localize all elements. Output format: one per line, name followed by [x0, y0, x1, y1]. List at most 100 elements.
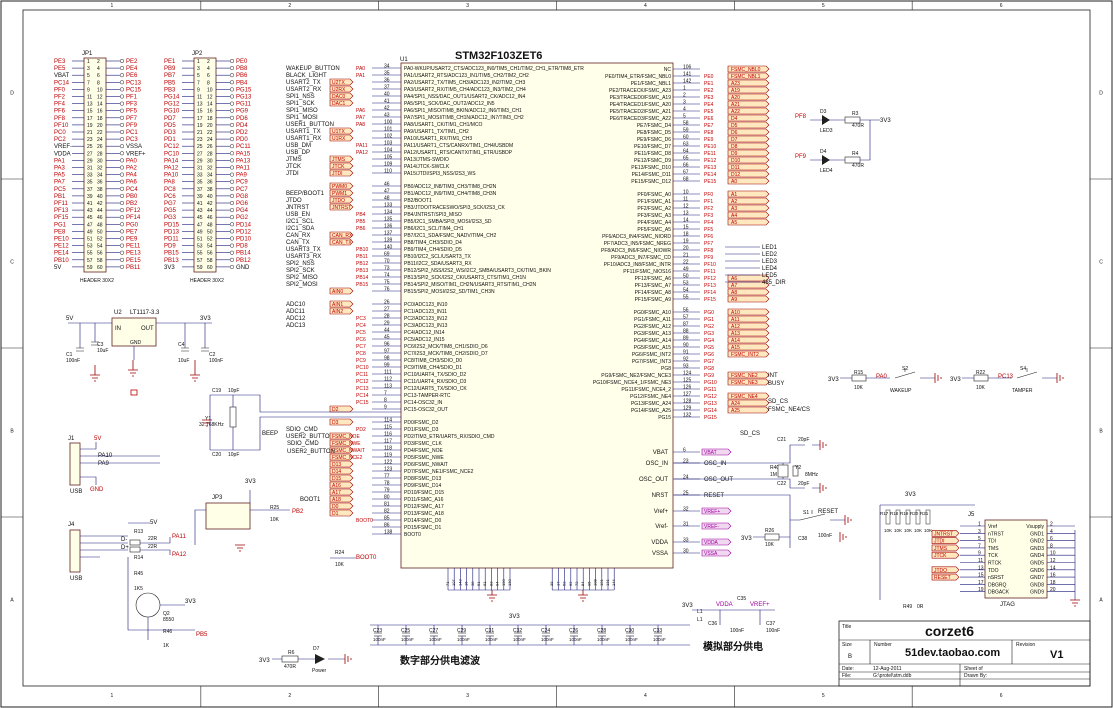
r4: R4 [852, 151, 859, 157]
c20: C20 [212, 452, 221, 458]
reg-name: LT1117-3.3 [130, 310, 160, 316]
header-pin-label: PB15 [164, 251, 179, 257]
header-pin-num: 52 [207, 237, 213, 243]
header-pin-label: PG10 [164, 109, 180, 115]
digital-label: 数字部分供电滤波 [400, 654, 481, 667]
mcu-pin-num: 28 [384, 314, 390, 320]
mcu-pin-func: PA7/SPI1_MOSI/TIM8_CH1N/ADC12_IN7/TIM3_C… [404, 115, 524, 121]
mcu-pin-func: PG0/FSMC_A10 [634, 310, 671, 316]
mcu-pin-num: 85 [384, 516, 390, 522]
net-tag-label: A20 [731, 95, 740, 101]
mcu-port-label: PG8 [704, 366, 714, 372]
header-pin-num: 34 [207, 173, 213, 179]
beep-label: BEEP [262, 431, 278, 437]
mcu-pin-num: 41 [384, 99, 390, 105]
mcu-pin-func: PC6/I2S2_MCK/TIM8_CH1/SDIO_D6 [404, 344, 488, 350]
header-pin-num: 11 [87, 95, 92, 101]
net-tag [727, 350, 770, 358]
header-pin-dot [119, 193, 125, 198]
header-pin-num: 52 [97, 237, 103, 243]
jtag-resistor-val: 10K [884, 528, 892, 533]
header-pin-dot [229, 236, 235, 241]
header-pin-label: PE10 [54, 237, 69, 243]
usb1-gnd: GND [90, 487, 104, 493]
header-pin-num: 35 [87, 180, 93, 186]
mcu-port-label: PB5 [356, 219, 366, 225]
header-pin-label: PF0 [54, 87, 66, 93]
mcu-pin-num: 29 [384, 321, 390, 327]
led-label: LED4 [762, 266, 778, 272]
mcu-pin-func: PG1/FSMC_A11 [634, 317, 671, 323]
dcap-ref: C25 [401, 628, 410, 634]
mcu-net-label: SPI1_MISO [286, 108, 318, 114]
mcu-port-label: PB10 [356, 247, 368, 253]
zone-col-bottom: 6 [1000, 693, 1003, 699]
mcu-pin-func: PA3/USART2_RX/TIM5_CH4/ADC123_IN3/TIM2_C… [404, 87, 526, 93]
mcu-pin-func: PC0/ADC123_IN10 [404, 302, 448, 308]
net-tag [329, 439, 354, 447]
mcu-pin-func: PE13/FSMC_D10 [631, 165, 671, 171]
mcu-pin-num: 56 [683, 308, 689, 314]
r15-val: 10K [854, 385, 864, 391]
mcu-pin-func: PG15 [658, 415, 671, 421]
header-pin-num: 21 [87, 130, 93, 136]
net-tag-label: JTMS [332, 157, 346, 163]
jtag-resistor-val: 10K [924, 528, 932, 533]
header-pin-dot [119, 144, 125, 149]
mcu-port-label: PC6 [356, 337, 366, 343]
c37: C37 [766, 621, 775, 627]
header-pin-dot [119, 200, 125, 206]
jtag-resistor-val: 10K [904, 528, 912, 533]
header-pin-label: PA14 [164, 158, 179, 164]
header-pin-num: 17 [87, 116, 93, 122]
date-label: Date: [842, 666, 854, 672]
mcu-pin-num: 140 [384, 245, 393, 251]
net-tag-label: A13 [731, 331, 740, 337]
mcu-port-label: PF14 [704, 290, 716, 296]
header-pin-num: 30 [207, 158, 213, 164]
mcu-pin-num: 76 [384, 287, 390, 293]
header-pin-num: 22 [207, 130, 213, 136]
mcu-pin-func: PC12/UART5_TX/SDIO_CK [404, 386, 467, 392]
header-pin-label: PE7 [126, 229, 138, 235]
mcu-pin-num: 101 [384, 127, 393, 133]
jtag-net-tag [931, 530, 960, 537]
usb2-r45: R45 [134, 571, 143, 577]
mcu-port-label: PA12 [356, 150, 368, 156]
header-pin-dot [119, 115, 125, 120]
usb1-5v: 5V [94, 436, 101, 442]
mcu-pin-func: PC5/ADC12_IN15 [404, 337, 445, 343]
mcu-port-label: PE15 [704, 179, 716, 185]
drawn-label: Drawn By: [964, 673, 987, 679]
title-value: corzet6 [925, 623, 974, 639]
jtag-net-tag [931, 537, 960, 544]
jtag-pin-left: TCK [988, 553, 999, 559]
mcu-net-label: ADC13 [286, 323, 306, 329]
header-pin-num: 38 [207, 187, 213, 193]
jtag-resistor-ref: R20 [910, 511, 919, 516]
mcu-pin-num: 115 [384, 425, 392, 431]
header-pin-num: 57 [87, 258, 93, 264]
zone-col-bottom: 1 [111, 693, 114, 699]
jtag-pin-right: GND6 [1030, 568, 1044, 574]
net-tag [727, 163, 770, 171]
mcu-net-label: USER2_BUTTON [286, 434, 334, 440]
mcu-gnd-num: 130 [507, 579, 512, 586]
mcu-pin-func: PC14-OSC32_IN [404, 400, 443, 406]
header-pin-label: VDDA [54, 151, 71, 157]
mcu-pin-func: PF15/FSMC_A9 [635, 297, 672, 303]
header-pin-label: PE4 [126, 66, 138, 72]
mcu-pin-num: 50 [683, 274, 689, 280]
y2-val: 8MHz [805, 472, 819, 478]
header-pin-num: 51 [197, 237, 203, 243]
header-pin-num: 13 [197, 102, 203, 108]
digital-decoupling: 3V3 C23100nFC25100nFC27100nFC29100nFC311… [370, 614, 690, 667]
header-pin-label: PA1 [54, 158, 66, 164]
header-pin-num: 31 [197, 166, 203, 172]
header-pin-label: PF2 [54, 95, 66, 101]
jtag-pin-right: GND8 [1030, 582, 1044, 588]
cap-c2: C2 [209, 352, 216, 358]
mcu-pin-num: 141 [683, 72, 692, 78]
c21-val: 20pF [798, 437, 809, 443]
mcu-port-label: PG2 [704, 324, 714, 330]
